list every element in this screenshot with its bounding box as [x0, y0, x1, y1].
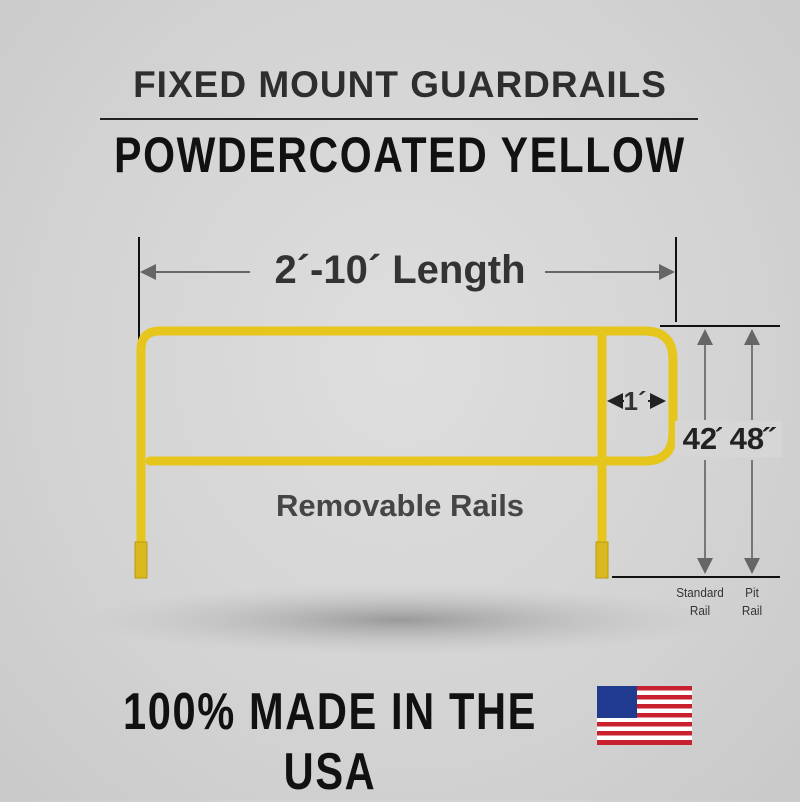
pit-rail-caption: Pit Rail [741, 585, 763, 618]
title-divider [100, 118, 698, 120]
shadow [80, 585, 720, 655]
post-sleeves [134, 541, 609, 579]
guardrail [136, 326, 678, 565]
pit-height-label: 48˝ [722, 421, 782, 457]
subtitle: POWDERCOATED YELLOW [114, 127, 686, 183]
removable-rails-label: Removable Rails [275, 488, 525, 523]
standard-rail-caption: Standard Rail [676, 585, 724, 618]
made-in-usa-tagline: 100% MADE IN THE USA [123, 683, 537, 801]
title: FIXED MOUNT GUARDRAILS [133, 64, 667, 105]
us-flag-icon [597, 686, 692, 745]
length-label: 2´-10´ Length [274, 248, 526, 292]
loop-width-label: 1´ [623, 386, 647, 416]
